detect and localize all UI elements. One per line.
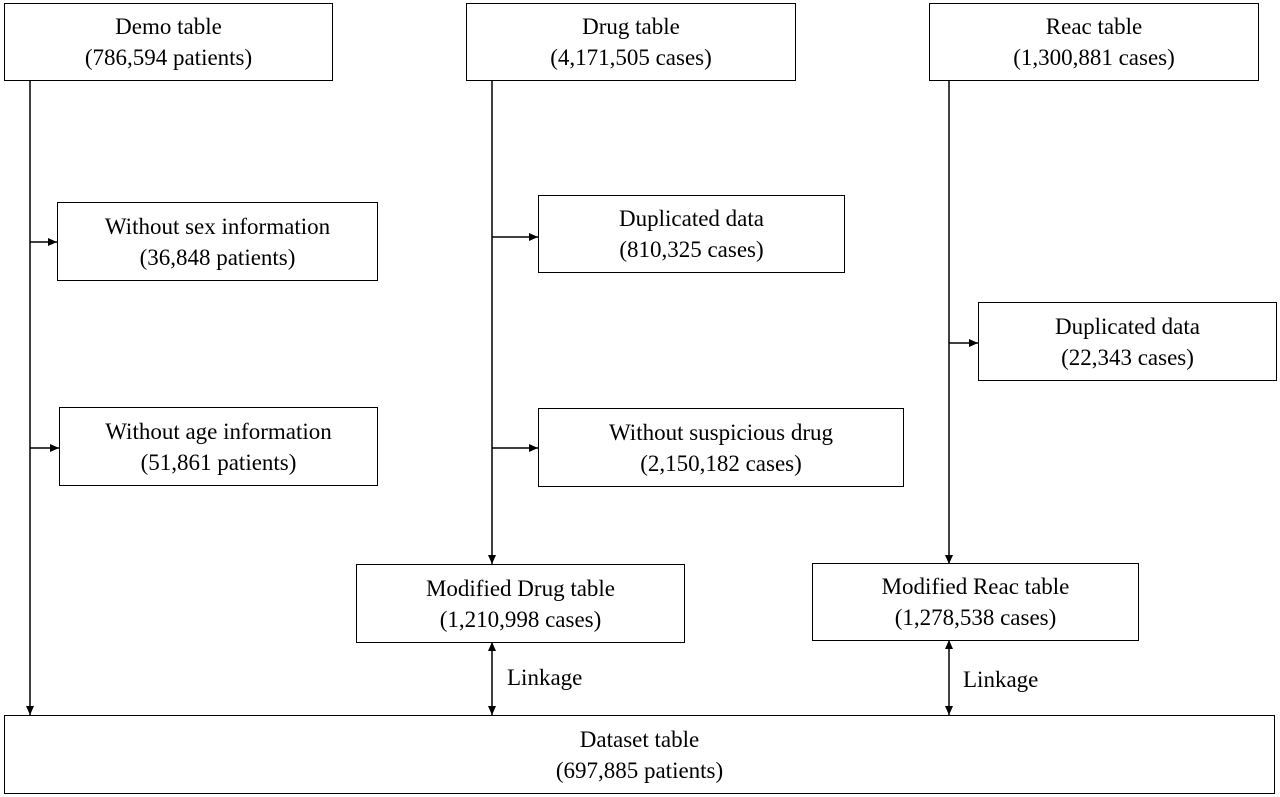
dataset-table-box: Dataset table (697,885 patients): [4, 715, 1275, 794]
no-age-count: (51,861 patients): [140, 449, 297, 475]
dataset-table-title: Dataset table: [579, 726, 700, 752]
reac-table-box: Reac table (1,300,881 cases): [929, 3, 1259, 81]
demo-table-title: Demo table: [115, 14, 222, 39]
modified-drug-title: Modified Drug table: [425, 575, 616, 601]
drug-duplicated-title: Duplicated data: [619, 206, 764, 231]
no-suspicious-title: Without suspicious drug: [609, 419, 833, 445]
no-sex-count: (36,848 patients): [139, 244, 296, 270]
modified-reac-count: (1,278,538 cases): [894, 605, 1057, 630]
demo-table-count: (786,594 patients): [84, 45, 253, 70]
drug-duplicated-box: Duplicated data (810,325 cases): [538, 195, 845, 273]
drug-table-title: Drug table: [582, 14, 680, 39]
drug-linkage-label: Linkage: [507, 665, 583, 690]
no-sex-box: Without sex information (36,848 patients…: [57, 202, 378, 281]
no-age-title: Without age information: [105, 418, 332, 444]
no-age-box: Without age information (51,861 patients…: [59, 407, 378, 486]
modified-drug-count: (1,210,998 cases): [439, 606, 602, 632]
modified-drug-box: Modified Drug table (1,210,998 cases): [356, 564, 685, 643]
demo-table-box: Demo table (786,594 patients): [4, 3, 333, 81]
no-sex-title: Without sex information: [104, 213, 331, 239]
reac-duplicated-title: Duplicated data: [1055, 313, 1200, 339]
no-suspicious-box: Without suspicious drug (2,150,182 cases…: [538, 408, 904, 487]
modified-reac-box: Modified Reac table (1,278,538 cases): [812, 563, 1139, 641]
reac-table-count: (1,300,881 cases): [1013, 45, 1175, 70]
reac-linkage-label: Linkage: [963, 667, 1039, 692]
modified-reac-title: Modified Reac table: [881, 574, 1070, 599]
drug-table-box: Drug table (4,171,505 cases): [466, 3, 796, 81]
drug-duplicated-count: (810,325 cases): [619, 237, 764, 262]
drug-table-count: (4,171,505 cases): [550, 45, 712, 70]
no-suspicious-count: (2,150,182 cases): [640, 450, 802, 476]
reac-duplicated-count: (22,343 cases): [1061, 344, 1194, 370]
dataset-table-count: (697,885 patients): [555, 757, 724, 783]
reac-table-title: Reac table: [1045, 14, 1143, 39]
reac-duplicated-box: Duplicated data (22,343 cases): [978, 302, 1277, 381]
